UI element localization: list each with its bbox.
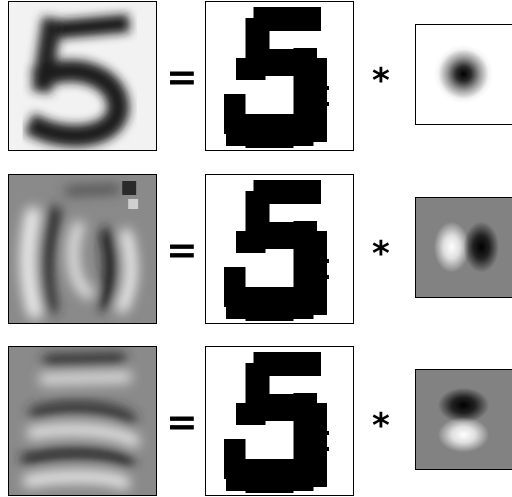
binary-digit-image: [205, 174, 354, 324]
convolution-operator: *: [372, 61, 390, 101]
binary-digit-image: [205, 1, 354, 151]
equation-row-vertical-derivative: = *: [0, 345, 512, 497]
vertical-derivative-kernel-image: [415, 369, 512, 470]
equation-row-gaussian: = *: [0, 0, 512, 152]
blurred-digit-image: [8, 1, 157, 151]
horizontal-derivative-kernel-image: [415, 197, 512, 298]
equals-sign: =: [166, 400, 198, 444]
equals-sign: =: [166, 55, 198, 99]
vertical-derivative-response-image: [8, 346, 157, 496]
gaussian-kernel-image: [415, 24, 512, 125]
equals-sign: =: [166, 228, 198, 272]
equation-row-horizontal-derivative: = *: [0, 173, 512, 325]
horizontal-derivative-response-image: [8, 174, 157, 324]
convolution-operator: *: [372, 234, 390, 274]
binary-digit-image: [205, 346, 354, 496]
convolution-operator: *: [372, 406, 390, 446]
